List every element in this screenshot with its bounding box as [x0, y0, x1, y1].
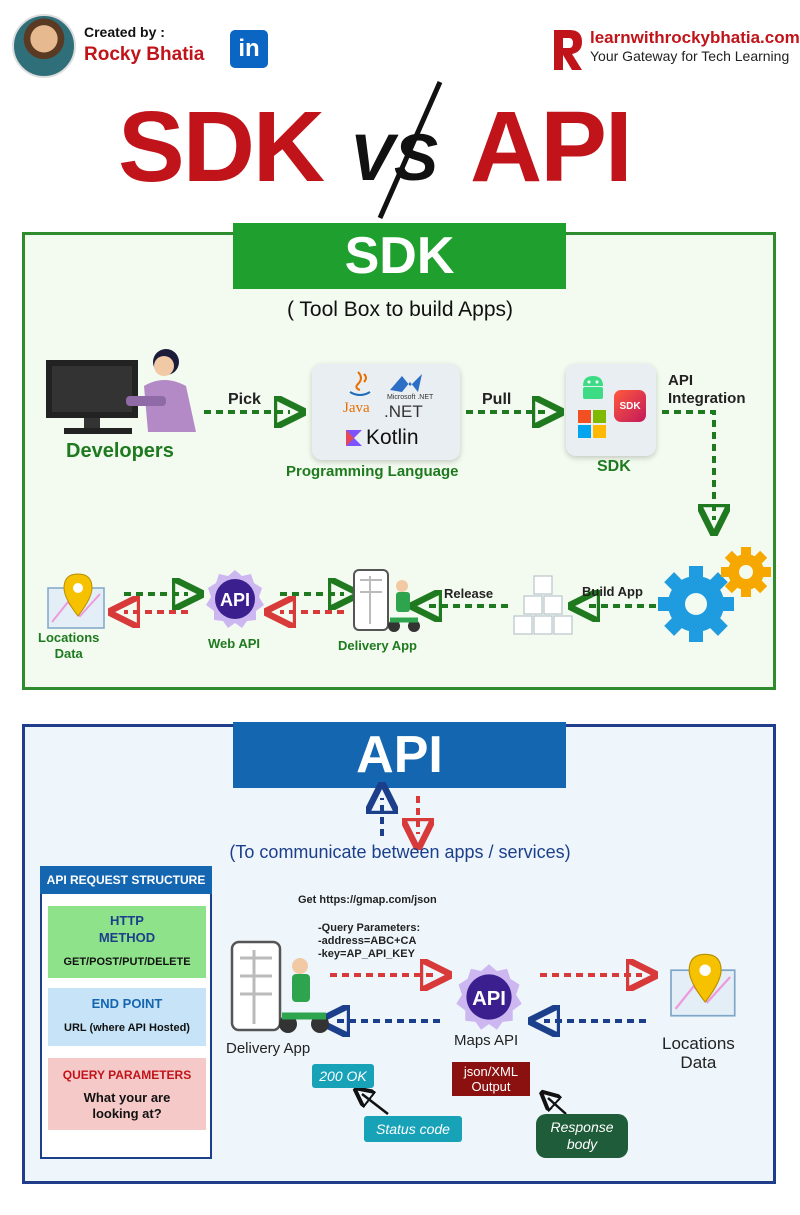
created-by-label: Created by :: [84, 24, 165, 40]
locations-data-label: Locations Data: [38, 630, 100, 661]
title-vs-icon: VS: [350, 80, 443, 220]
query-parameters-box: [48, 1058, 206, 1130]
response-body-badge: Response body: [536, 1114, 628, 1158]
kotlin-icon: [346, 430, 362, 446]
author-name: Rocky Bhatia: [84, 44, 205, 65]
query-parameters-title: QUERY PARAMETERS: [62, 1068, 192, 1082]
sdk-banner: SDK: [233, 223, 566, 289]
java-label: Java: [343, 400, 370, 416]
api-delivery-app-label: Delivery App: [226, 1040, 311, 1057]
brand-logo-icon: [554, 30, 582, 70]
maps-api-badge: API: [472, 988, 506, 1010]
api-delivery-app-icon: [230, 940, 329, 1033]
api-locations-data-label: Locations Data: [662, 1034, 735, 1072]
output-badge: json/XML Output: [452, 1062, 530, 1096]
api-location-map-icon: [670, 953, 736, 1017]
author-avatar: [12, 14, 76, 78]
title-sdk: SDK: [118, 91, 325, 203]
web-api-badge: API: [220, 590, 250, 610]
pick-label: Pick: [228, 391, 261, 408]
dotnet-label: .NET: [384, 402, 423, 421]
cubes-icon: [513, 575, 573, 635]
release-label: Release: [444, 586, 494, 601]
sdk-tile-icon: SDK: [614, 390, 646, 422]
maps-api-label: Maps API: [454, 1032, 519, 1049]
http-method-value: GET/POST/PUT/DELETE: [63, 956, 191, 968]
delivery-app-icon: [353, 569, 420, 632]
api-subtitle: (To communicate between apps / services): [229, 842, 571, 862]
http-method-box: [48, 906, 206, 978]
maps-api-icon: API: [456, 964, 522, 1030]
windows-icon: [578, 410, 606, 438]
linkedin-icon[interactable]: in: [230, 30, 268, 68]
endpoint-box: [48, 988, 206, 1046]
api-integration-label: API Integration: [668, 372, 746, 407]
developer-illustration: [46, 349, 196, 434]
android-icon: [583, 376, 603, 399]
sdk-subtitle: ( Tool Box to build Apps): [286, 298, 514, 321]
brand-name[interactable]: learnwithrockybhatia.com: [590, 28, 800, 47]
status-code-badge: Status code: [364, 1116, 462, 1142]
dotnet-icon: [390, 374, 422, 392]
api-request-structure-heading: API REQUEST STRUCTURE: [40, 866, 212, 894]
programming-language-label: Programming Language: [286, 463, 459, 480]
http-method-title: HTTP METHOD: [98, 913, 156, 945]
endpoint-value: URL (where API Hosted): [64, 1022, 190, 1034]
microsoft-label: Microsoft .NET: [387, 394, 434, 401]
delivery-app-label: Delivery App: [338, 638, 417, 653]
java-icon: [349, 371, 371, 396]
query-params-label: -Query Parameters: -address=ABC+CA -key=…: [318, 922, 421, 960]
query-parameters-value: What your are looking at?: [83, 1090, 171, 1121]
build-app-label: Build App: [582, 584, 643, 599]
title-api: API: [470, 91, 633, 203]
endpoint-title: END POINT: [91, 996, 163, 1011]
web-api-icon: API: [206, 570, 264, 628]
sdk-label: SDK: [597, 458, 631, 475]
pull-label: Pull: [482, 391, 512, 408]
developers-label: Developers: [66, 440, 174, 462]
title-vs-text: VS: [350, 120, 438, 194]
api-banner: API: [233, 722, 566, 788]
status-ok-badge: 200 OK: [312, 1064, 374, 1088]
get-url-label: Get https://gmap.com/json: [298, 894, 437, 906]
gears-icon: [658, 547, 771, 642]
programming-language-card: [312, 364, 460, 460]
kotlin-label: Kotlin: [366, 426, 419, 449]
web-api-label: Web API: [208, 636, 261, 651]
brand-tagline: Your Gateway for Tech Learning: [590, 48, 790, 64]
location-map-icon: [47, 573, 105, 629]
